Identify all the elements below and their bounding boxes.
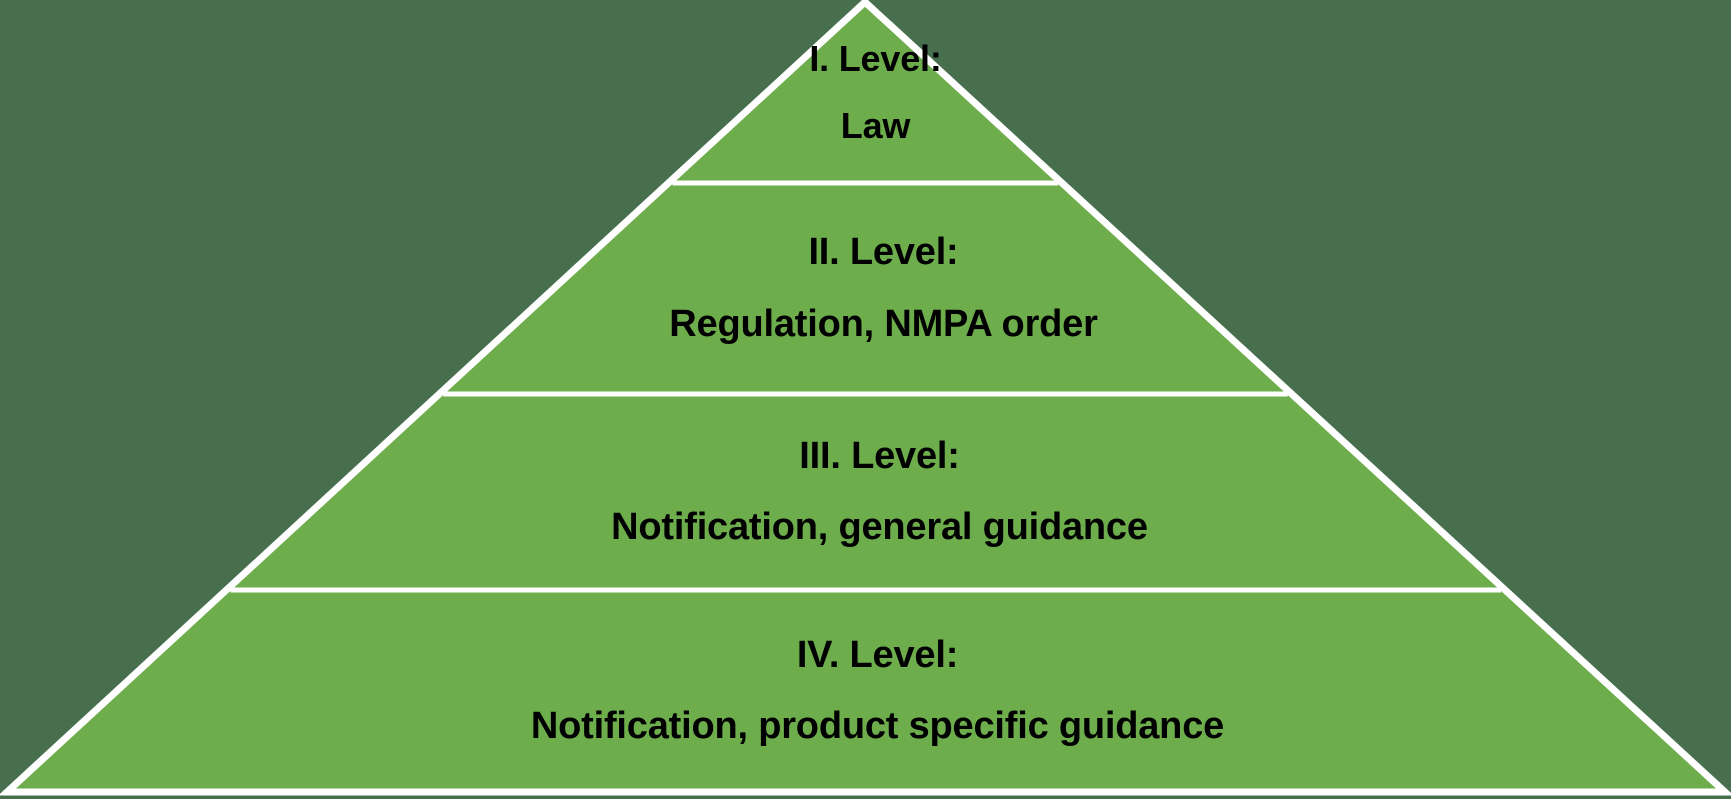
pyramid-tier-2-heading: II. Level: [808,231,959,274]
pyramid-tier-2-body: Regulation, NMPA order [669,302,1098,345]
pyramid-tier-1-text: I. Level: Law [809,37,942,146]
pyramid-tier-2: II. Level: Regulation, NMPA order [0,183,1731,394]
pyramid-tier-4-heading: IV. Level: [796,633,959,676]
pyramid-tier-4-body: Notification, product specific guidance [530,705,1225,747]
pyramid-tier-1-heading: I. Level: [809,37,942,79]
pyramid-tier-4-text: IV. Level: Notification, product specifi… [530,633,1225,747]
pyramid-tier-1: I. Level: Law [0,2,1731,183]
pyramid-tier-3-heading: III. Level: [799,434,960,477]
pyramid-tier-3-body: Notification, general guidance [611,506,1148,548]
pyramid-tier-2-text: II. Level: Regulation, NMPA order [669,231,1098,345]
pyramid-tier-1-body: Law [840,104,911,146]
pyramid-tier-3-text: III. Level: Notification, general guidan… [611,434,1148,548]
pyramid-tier-4: IV. Level: Notification, product specifi… [0,590,1731,792]
pyramid-tier-3: III. Level: Notification, general guidan… [0,394,1731,590]
